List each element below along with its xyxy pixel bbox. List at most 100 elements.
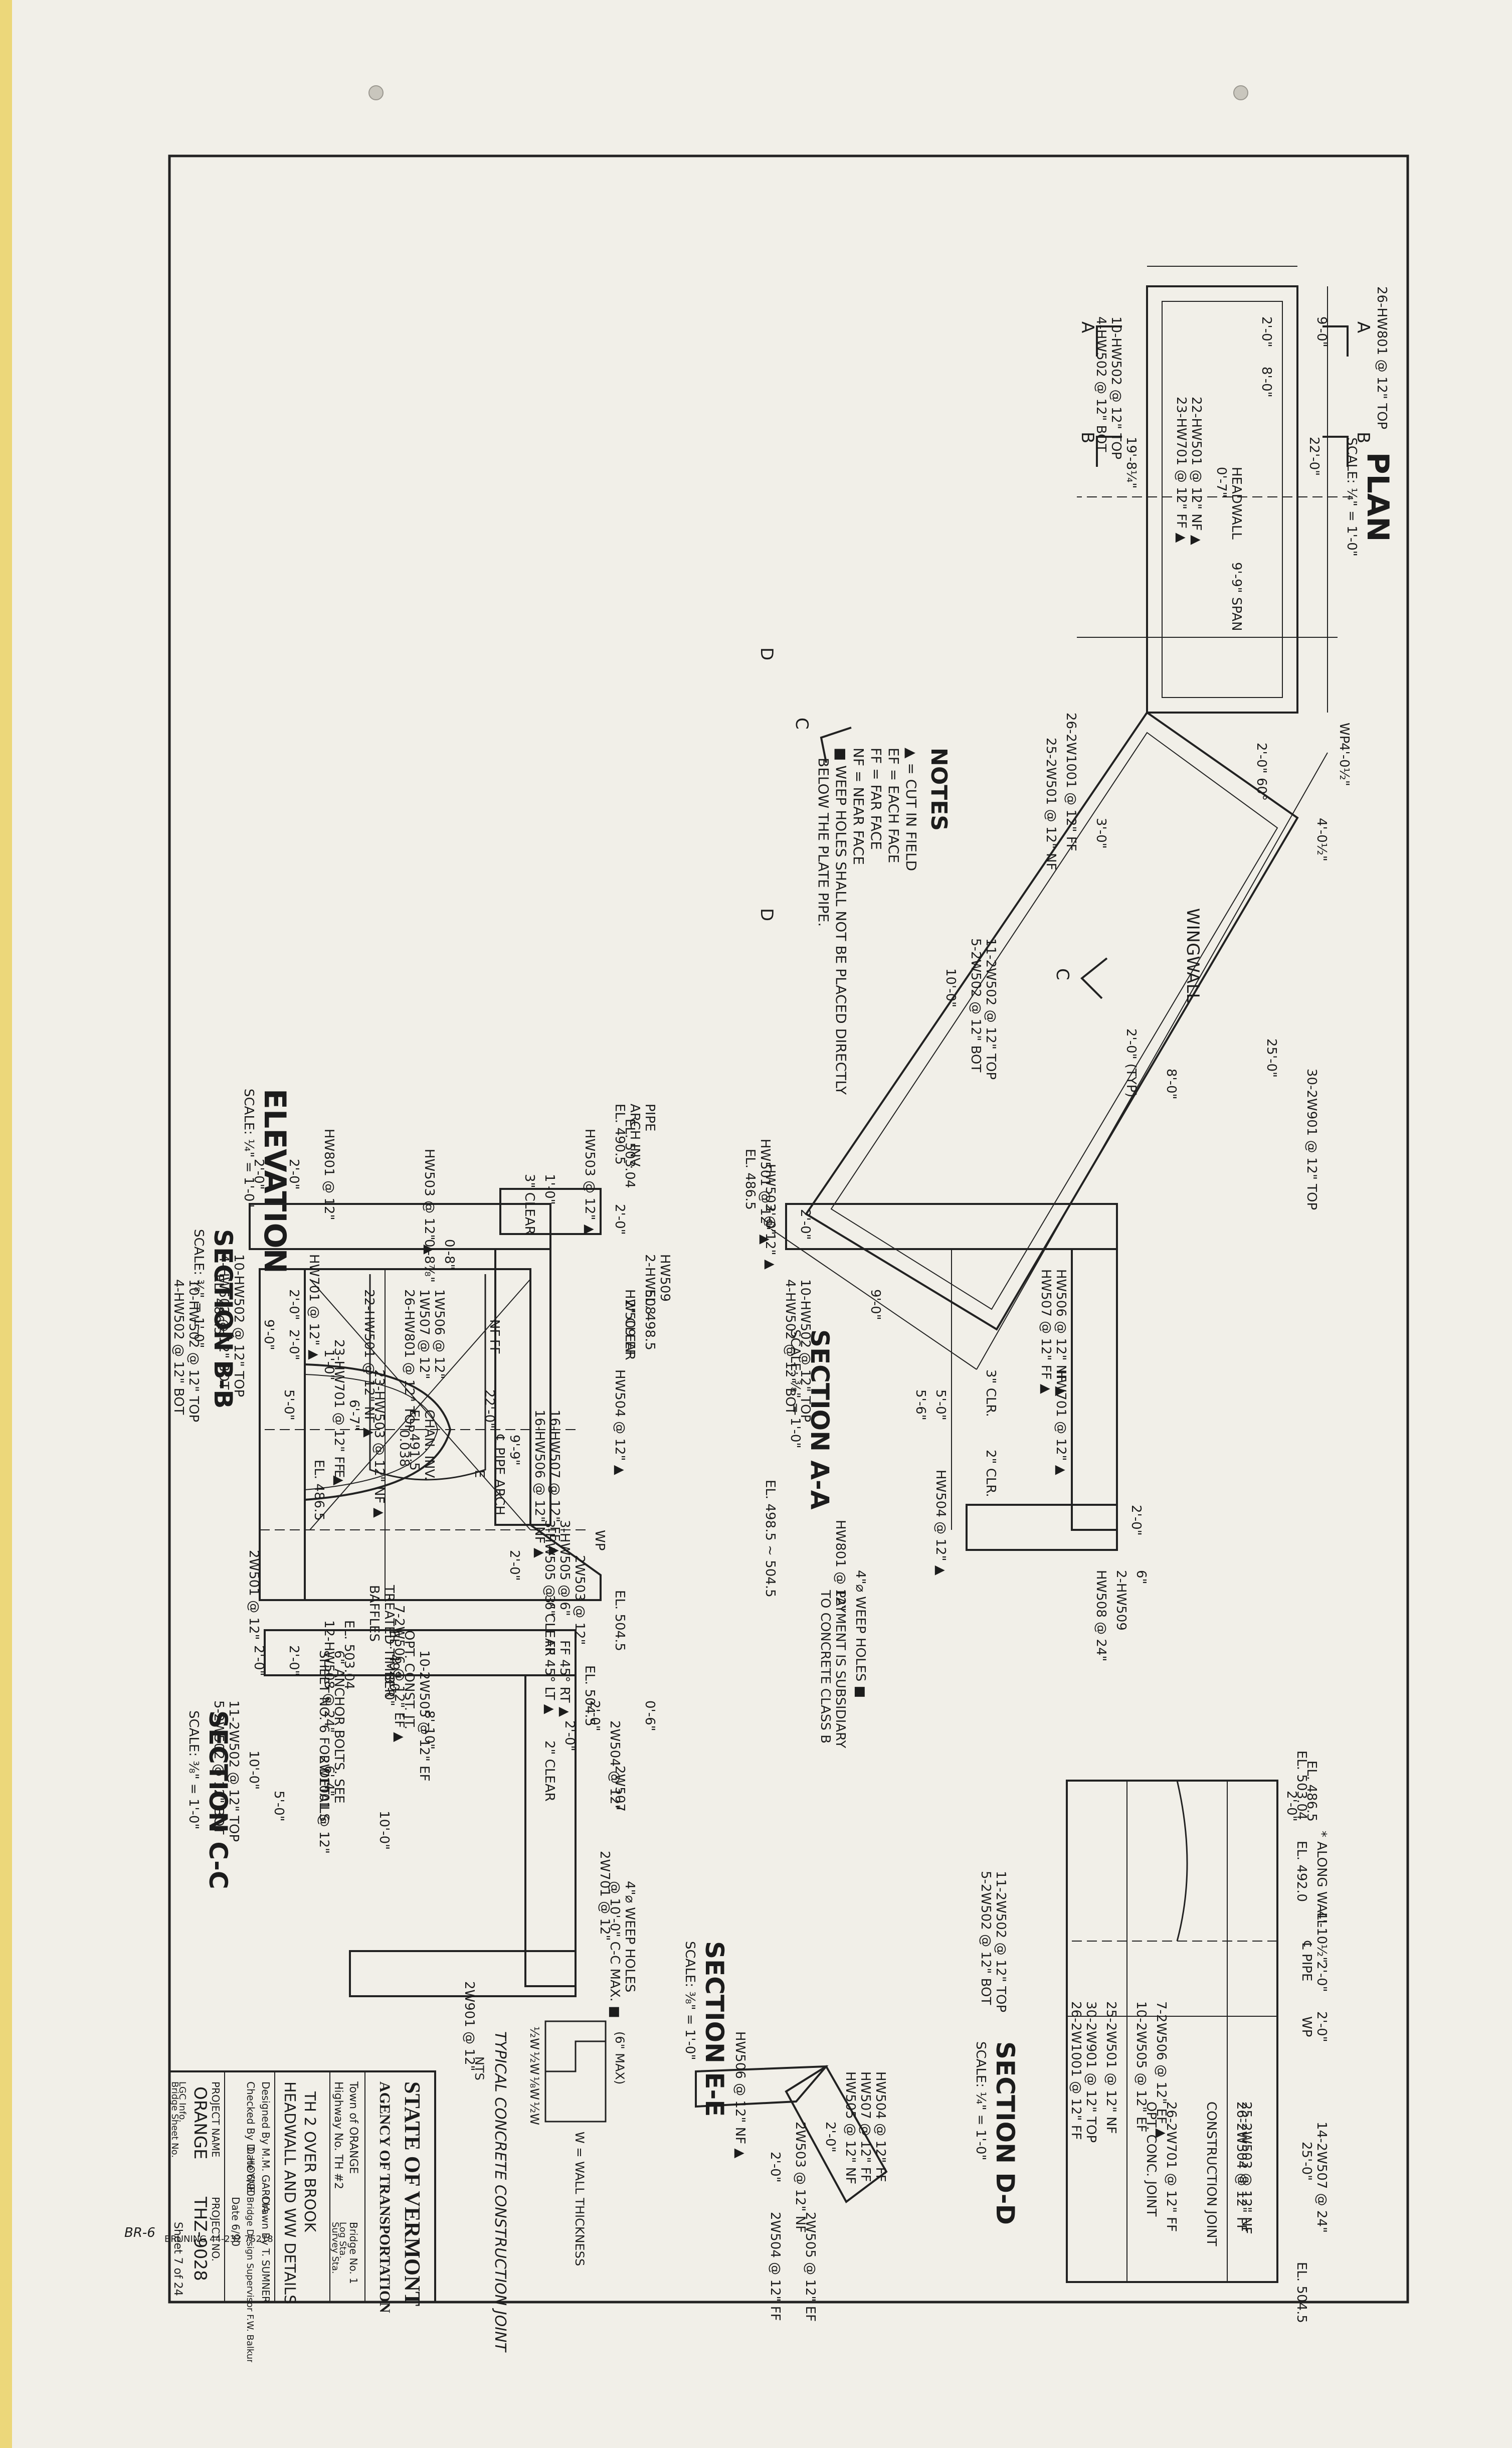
- sdd-label: WP: [1299, 2016, 1314, 2037]
- sdd-label: ℄ PIPE: [1299, 1941, 1314, 1981]
- sbb-label: 3" CLEAR: [522, 1174, 537, 1235]
- scc-label: 3'-0": [382, 1675, 397, 1706]
- elev-label: SHEET NO. 6 FOR DETAILS: [316, 1650, 331, 1822]
- sbb-label: 1W507 @ 12": [417, 1289, 432, 1379]
- sbb-label: 0'-8": [442, 1239, 457, 1270]
- joint-label: ½W: [527, 2026, 541, 2050]
- tb-title-1: TH 2 OVER BROOK: [301, 2091, 318, 2233]
- tb-log-sta: Log Sta.: [337, 2222, 348, 2258]
- saa-label: 6": [1133, 1570, 1149, 1585]
- tb-bridge-no: Bridge No. 1: [347, 2222, 359, 2284]
- saa-label: HW508 @ 24": [1093, 1570, 1108, 1661]
- elev-label: EL. 492.0: [387, 1630, 402, 1691]
- plan-label: 10-HW502 @ 12" TOP: [1108, 316, 1123, 459]
- sdd-label: 2'-0": [1314, 2011, 1329, 2042]
- sbb-label: 2" CLEAR: [622, 1299, 637, 1360]
- tb-survey-sta: Survey Sta.: [330, 2222, 340, 2274]
- section-bb-stem: [494, 1248, 551, 1526]
- tb-agency-1: STATE OF VERMONT: [400, 2081, 425, 2306]
- saa-label: TO CONCRETE CLASS B: [818, 1590, 833, 1743]
- sbb-label: 0'-8⅞": [422, 1239, 437, 1283]
- saa-label: 2" CLR.: [983, 1450, 998, 1497]
- saa-label: 9'-0": [868, 1289, 883, 1320]
- joint-label: ½W: [527, 2102, 541, 2125]
- tb-drawn: Drawn By T. SUMNER: [260, 2197, 272, 2303]
- scc-label: 0'-6": [642, 1700, 657, 1731]
- scc-label: 8'-10": [422, 1710, 437, 1750]
- plan-label: 26-HW801 @ 12" TOP: [1374, 286, 1389, 429]
- elev-label: EL. 503.04: [341, 1620, 356, 1689]
- sdd-label: EL. 504.5: [1294, 2262, 1309, 2323]
- tb-date-1: Date 6/90: [245, 2147, 257, 2196]
- sdd-label: 25-2W503 @ 12" NF: [1239, 2102, 1254, 2234]
- plan-headwall-inner: [1162, 301, 1283, 698]
- tb-supervisor: Bridge Design Supervisor F.W. Balkum: [245, 2197, 255, 2362]
- plan-label: 9'-9" SPAN: [1229, 562, 1244, 631]
- tb-date-2: Date 6/90: [230, 2197, 242, 2246]
- section-ee-title: SECTION E-E: [700, 1941, 729, 2117]
- plan-label: 8'-0": [1259, 367, 1274, 398]
- plan-label: 19'-8¼": [1123, 437, 1139, 488]
- plan-label: 26-2W1001 @ 12" FF: [1063, 713, 1078, 851]
- section-bb-title: SECTION B-B: [209, 1229, 238, 1409]
- elev-label: EL. 486.5: [211, 1274, 226, 1335]
- sbb-label: 2'-0": [286, 1159, 301, 1190]
- saa-label: 3" CLR.: [983, 1369, 998, 1417]
- plan-label: 22'-0": [1306, 437, 1321, 476]
- section-mark: A: [1353, 321, 1373, 333]
- saa-label: PAYMENT IS SUBSIDIARY: [833, 1590, 848, 1748]
- section-bb-scale: SCALE: ⅜" = 1'-0": [191, 1229, 206, 1348]
- sdd-label: 4'-10½": [1314, 1911, 1329, 1963]
- scc-label: 2'-0": [251, 1645, 266, 1676]
- elev-label: 16-HW506 @ 12" NF ▲: [532, 1410, 547, 1558]
- section-bb-cap: [499, 1188, 602, 1235]
- sbb-label: HW504 @ 12" ▲: [612, 1369, 627, 1475]
- plan-label: 10'-0": [943, 968, 958, 1007]
- elevation-scale: SCALE: ¼" = 1'-0": [241, 1089, 256, 1207]
- section-cc-scale: SCALE: ⅜" = 1'-0": [186, 1710, 201, 1829]
- sdd-label: 26-2W1001 @ 12" FF: [1068, 2001, 1083, 2140]
- sdd-label: 25'-0": [1299, 2142, 1314, 2181]
- saa-label: HW501 @ 12" ▲: [758, 1139, 773, 1245]
- notes-block: NOTES ▲ = CUT IN FIELD EF = EACH FACE FF…: [815, 748, 952, 1095]
- tb-project-name-label: PROJECT NAME: [210, 2081, 222, 2157]
- elev-label: EL. 504.5: [582, 1665, 597, 1726]
- sbb-label: HW509: [657, 1254, 672, 1302]
- sdd-label: EL. 503.04: [1294, 1751, 1309, 1820]
- elev-label: ARCH INV.: [627, 1104, 642, 1169]
- saa-label: HW801 @ 12": [833, 1520, 848, 1611]
- elev-label: 9'-9": [507, 1435, 522, 1466]
- note-line: NF = NEAR FACE: [850, 748, 867, 865]
- section-dd-scale: SCALE: ¼" = 1'-0": [973, 2041, 988, 2160]
- elev-label: E: [331, 1470, 346, 1478]
- elev-label: EL. 490.5: [612, 1104, 627, 1165]
- sbb-label: HW503 @ 12" ▲: [582, 1129, 597, 1235]
- section-bb-view: [249, 1188, 602, 1526]
- plan-label: 2'-0": [1259, 316, 1274, 347]
- sdd-label: EL. 486.5: [1304, 1761, 1319, 1822]
- plan-label: 4'-0½": [1314, 818, 1329, 861]
- sbb-label: EL. 503.04: [622, 1119, 637, 1188]
- title-block-frame: [168, 2070, 436, 2303]
- elev-label: BAFFLES: [366, 1585, 382, 1642]
- section-cut-b: [1322, 436, 1349, 467]
- sdd-label: 25-2W501 @ 12" NF: [1103, 2001, 1118, 2134]
- sbb-label: 9'-0": [261, 1319, 276, 1350]
- see-label: 2W503 @ 12" NF: [793, 2122, 808, 2233]
- section-cc-title: SECTION C-C: [204, 1710, 233, 1889]
- section-cut-d: [820, 727, 852, 763]
- sbb-label: 2'-0": [251, 1159, 266, 1190]
- scc-label: 2'-0": [286, 1645, 301, 1676]
- tb-lgc-info: LGC Info.: [177, 2081, 187, 2123]
- pin-hole: [1233, 85, 1248, 100]
- scc-label: 4"⌀ WEEP HOLES: [622, 1881, 637, 1992]
- elev-label: ℄ PIPE ARCH: [492, 1434, 507, 1515]
- section-ee-labels: SECTION E-E SCALE: ⅜" = 1'-0" HW506 @ 12…: [682, 1941, 888, 2322]
- section-mark: A: [1077, 321, 1097, 333]
- saa-label: HW503 @ 12" ▲: [763, 1164, 778, 1270]
- tb-agency-2: AGENCY OF TRANSPORTATION: [376, 2081, 393, 2313]
- section-dd-title: SECTION D-D: [991, 2041, 1020, 2225]
- saa-label: 2-HW509: [1113, 1570, 1128, 1631]
- saa-label: EL. 486.5: [742, 1149, 758, 1210]
- sbb-label: 5'-0": [281, 1389, 296, 1421]
